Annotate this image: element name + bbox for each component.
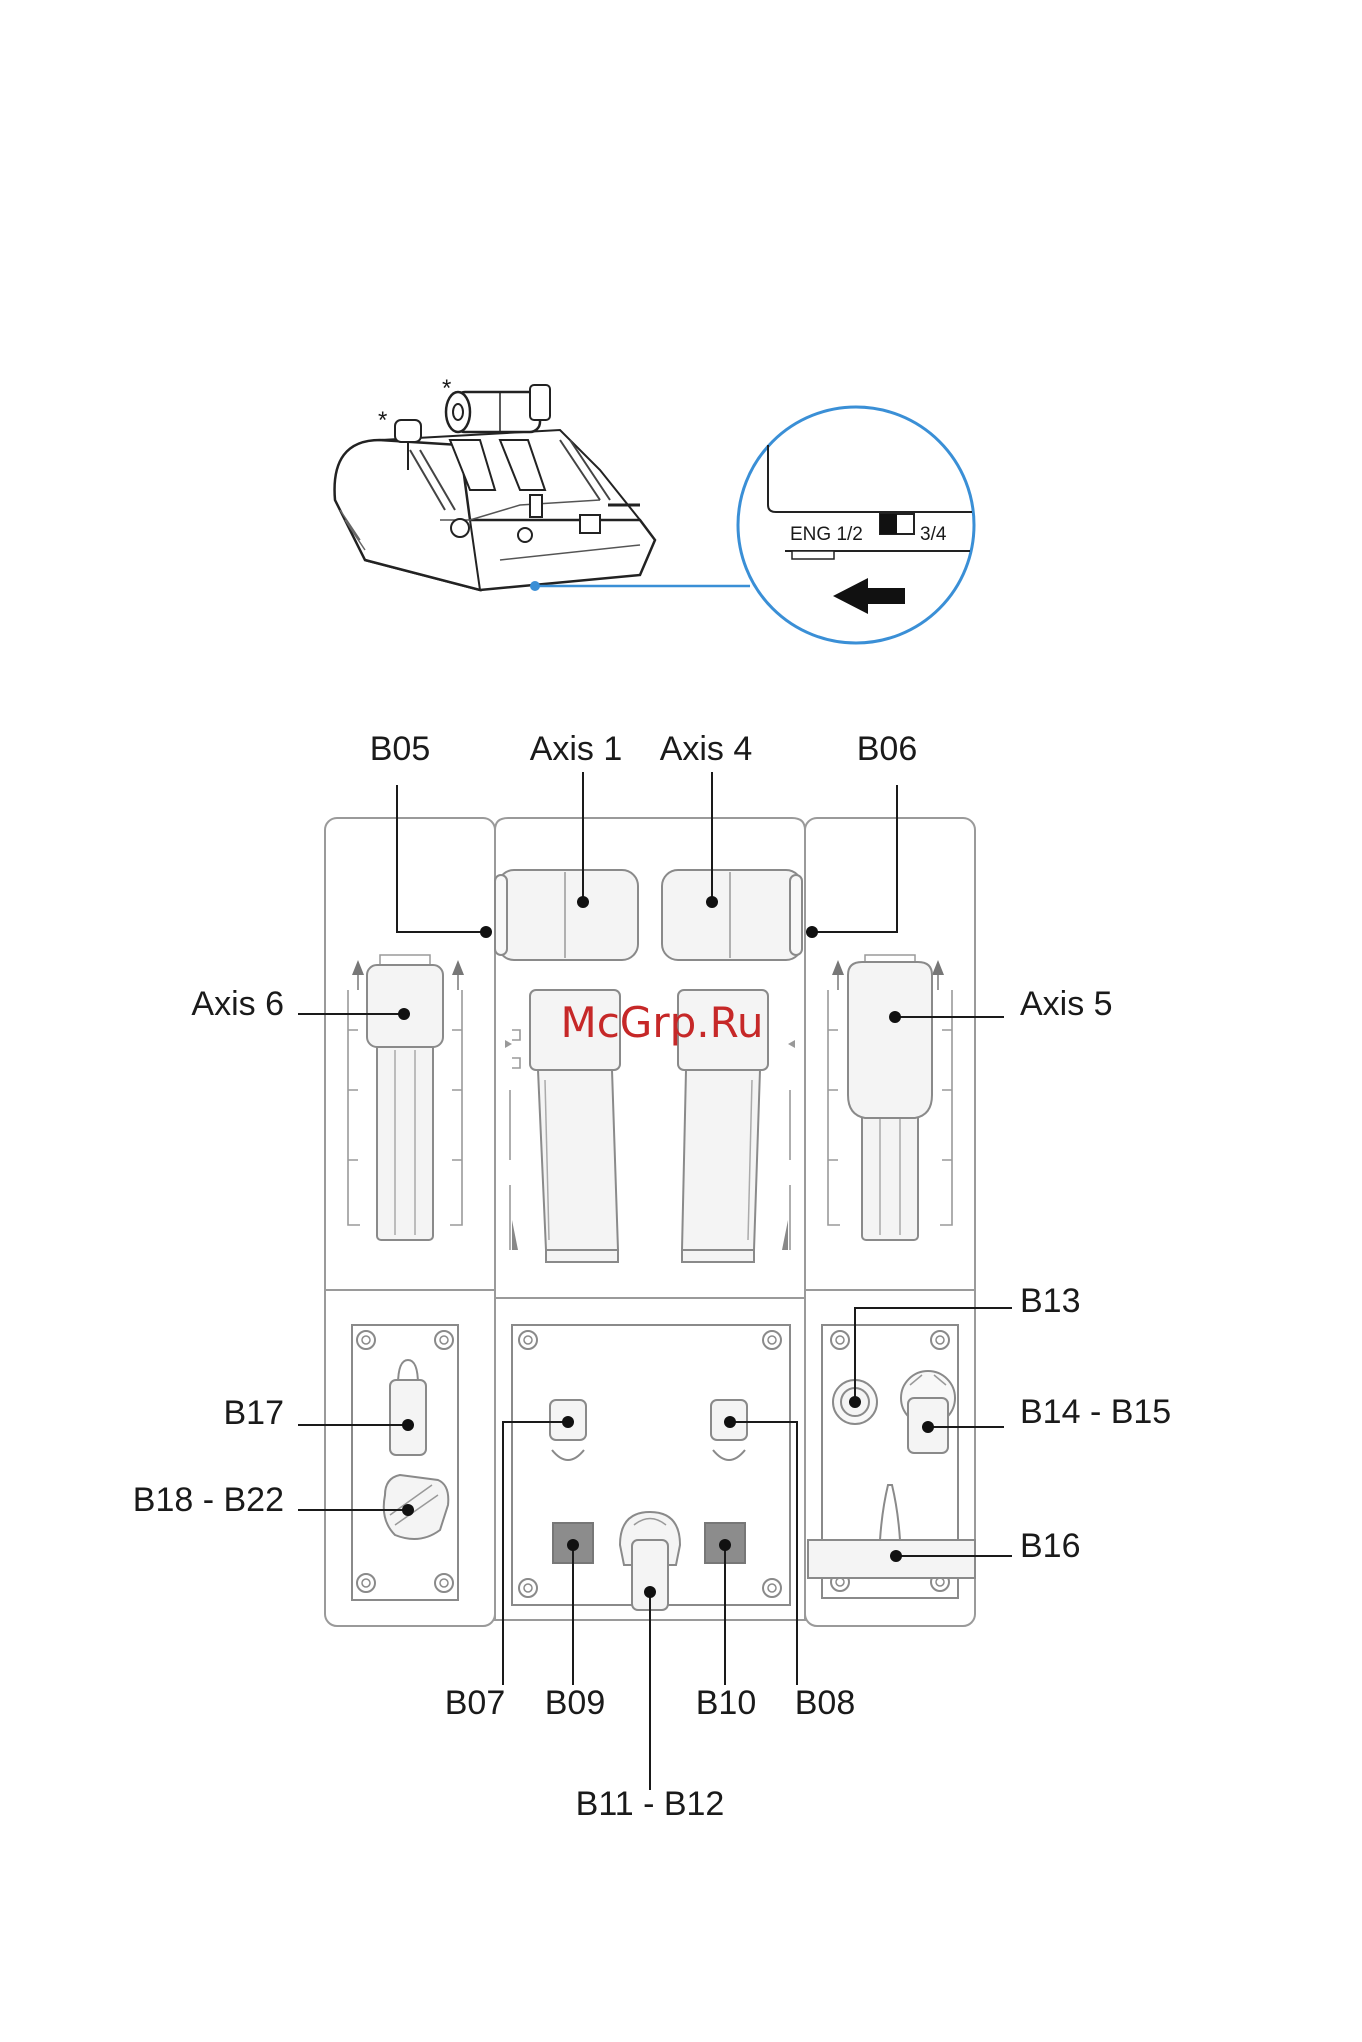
label-b16: B16 <box>1020 1527 1081 1565</box>
b08-dot <box>724 1416 736 1428</box>
asterisk-top-label: * <box>442 375 451 402</box>
axis6-dot <box>398 1008 410 1020</box>
label-b10: B10 <box>696 1684 757 1722</box>
axis1-dot <box>577 896 589 908</box>
b05-dot <box>480 926 492 938</box>
label-b09: B09 <box>545 1684 606 1722</box>
b06-dot <box>806 926 818 938</box>
axis4-dot <box>706 896 718 908</box>
b09-dot <box>567 1539 579 1551</box>
label-b18-b22: B18 - B22 <box>133 1481 284 1519</box>
switch-zoom-circle: ENG 1/2 3/4 <box>738 407 974 643</box>
label-axis1: Axis 1 <box>530 730 623 768</box>
b10-dot <box>719 1539 731 1551</box>
label-b17: B17 <box>224 1394 285 1432</box>
zoom-link-anchor-dot <box>530 581 540 591</box>
label-axis6: Axis 6 <box>191 985 284 1023</box>
label-b13: B13 <box>1020 1282 1081 1320</box>
label-axis5: Axis 5 <box>1020 985 1113 1023</box>
label-b06: B06 <box>857 730 918 768</box>
switch-eng12-label: ENG 1/2 <box>790 524 863 545</box>
label-axis4: Axis 4 <box>660 730 753 768</box>
switch-eng34-label: 3/4 <box>920 524 947 545</box>
label-b05: B05 <box>370 730 431 768</box>
b18-b22-dot <box>402 1504 414 1516</box>
b17-dot <box>402 1419 414 1431</box>
label-b11-b12: B11 - B12 <box>576 1785 725 1823</box>
b14-b15-dot <box>922 1421 934 1433</box>
b07-dot <box>562 1416 574 1428</box>
asterisk-left-label: * <box>378 407 387 434</box>
b13-dot <box>849 1396 861 1408</box>
watermark-text: McGrp.Ru <box>560 998 763 1047</box>
b11-b12-dot <box>644 1586 656 1598</box>
label-b14-b15: B14 - B15 <box>1020 1393 1171 1431</box>
label-b08: B08 <box>795 1684 856 1722</box>
label-b07: B07 <box>445 1684 506 1722</box>
axis5-dot <box>889 1011 901 1023</box>
b16-dot <box>890 1550 902 1562</box>
